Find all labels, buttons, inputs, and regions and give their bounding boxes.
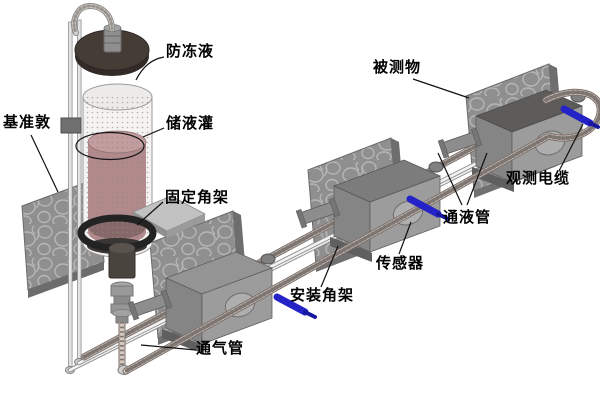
label-antifreeze: 防冻液 xyxy=(166,43,215,60)
sensor-box-2 xyxy=(295,159,444,263)
label-sensor: 传感器 xyxy=(376,255,425,272)
label-observation-cable: 观测电缆 xyxy=(506,170,571,187)
label-reservoir-tank: 储液灌 xyxy=(166,115,215,132)
leader-fixed-bracket xyxy=(136,201,164,226)
label-measured-object: 被测物 xyxy=(373,59,422,76)
leader-lines xyxy=(30,56,584,351)
leader-observation-cable xyxy=(558,123,584,172)
label-vent-pipe: 通气管 xyxy=(196,340,245,357)
leader-reservoir-tank xyxy=(142,127,165,138)
label-datum-pier: 基准敦 xyxy=(3,114,52,131)
leader-liquid-pipe-b xyxy=(466,152,488,206)
cable-connector-1 xyxy=(273,293,317,319)
tank-cap xyxy=(74,24,150,76)
liquid-pipe-loop xyxy=(122,88,600,375)
leader-sensor xyxy=(398,221,412,255)
label-liquid-pipe: 通液管 xyxy=(443,209,492,226)
leader-datum-pier xyxy=(30,134,59,193)
observation-cable-connectors xyxy=(273,105,600,319)
liquid-pipe-upper xyxy=(80,108,544,361)
leader-mounting-bracket xyxy=(320,245,339,288)
leader-measured-object xyxy=(412,78,470,99)
leader-liquid-pipe-a xyxy=(437,152,463,206)
leader-antifreeze xyxy=(135,56,165,81)
label-mounting-bracket: 安装角架 xyxy=(290,287,355,304)
label-fixed-bracket: 固定角架 xyxy=(165,189,230,206)
cable-connector-3 xyxy=(560,105,600,129)
leader-vent-pipe xyxy=(140,344,197,351)
reservoir-highlight-ellipse xyxy=(75,131,145,161)
cable-connector-2 xyxy=(406,195,450,221)
rail-clamp xyxy=(60,117,82,134)
filler-tube xyxy=(71,2,115,36)
sensor-box-3 xyxy=(437,89,586,193)
